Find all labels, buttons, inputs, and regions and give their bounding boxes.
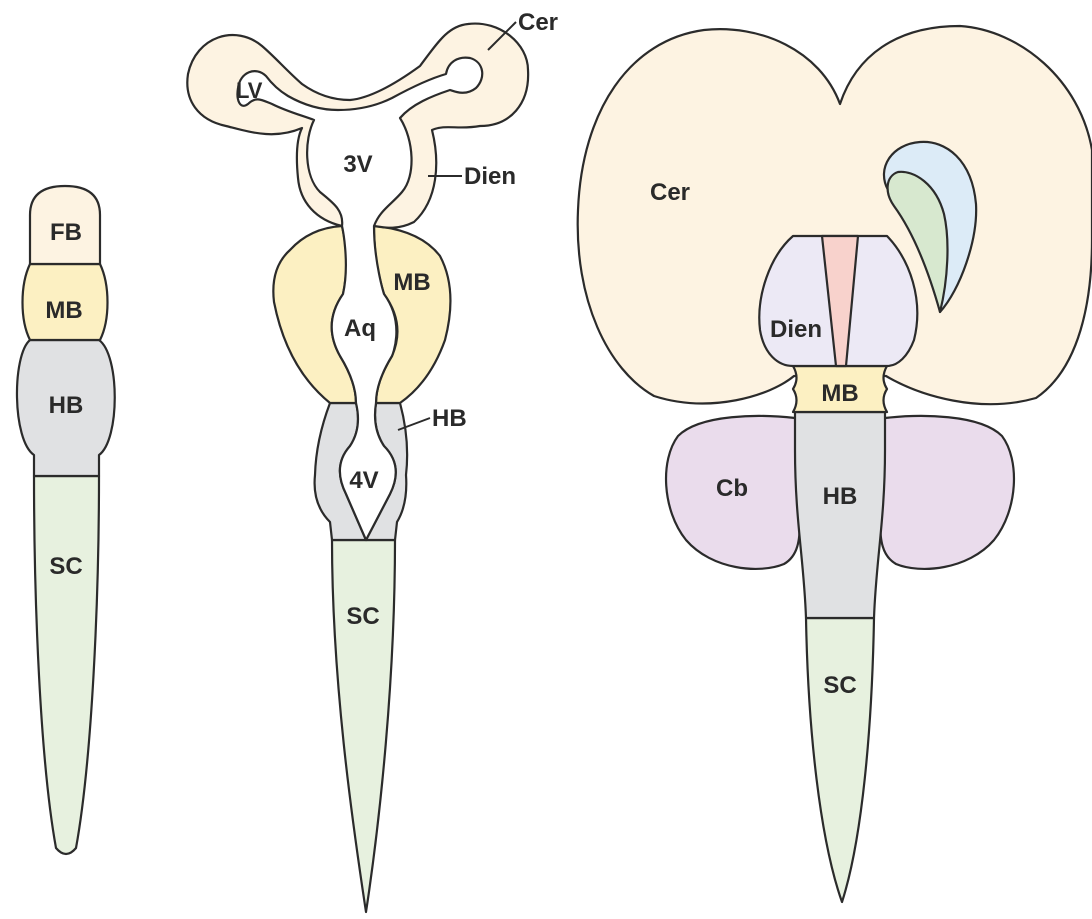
stage3-cerebellum-right [880,416,1014,569]
stage3-label-sc: SC [823,672,856,699]
stage2-label-cer: Cer [518,9,558,36]
stage2-label-aq: Aq [344,315,376,342]
stage1-label-mb: MB [45,297,82,324]
stage2-label-hb: HB [432,405,467,432]
stage3-label-dien: Dien [770,316,822,343]
stage3-hindbrain [795,412,885,618]
stage3-spinal-cord [806,618,874,902]
stage3-label-cer: Cer [650,179,690,206]
stage2-label-sc: SC [346,603,379,630]
stage3-mature-brain: Cer Dien MB Cb HB SC [578,26,1092,902]
stage3-label-mb: MB [821,380,858,407]
stage2-label-3v: 3V [343,151,372,178]
stage2-label-4v: 4V [349,467,378,494]
stage3-label-hb: HB [823,483,858,510]
stage2-label-dien: Dien [464,163,516,190]
stage1-label-fb: FB [50,219,82,246]
stage1-neural-tube: FB MB HB SC [17,186,115,854]
stage1-spinal-cord [34,476,99,854]
stage2-label-lv: LV [236,78,263,103]
stage1-label-hb: HB [49,392,84,419]
stage2-spinal-cord [332,540,395,912]
stage3-label-cb: Cb [716,475,748,502]
stage2-label-mb: MB [393,269,430,296]
stage1-label-sc: SC [49,553,82,580]
stage2-brain-with-ventricles: Cer LV 3V Dien MB Aq HB 4V SC [187,9,558,912]
